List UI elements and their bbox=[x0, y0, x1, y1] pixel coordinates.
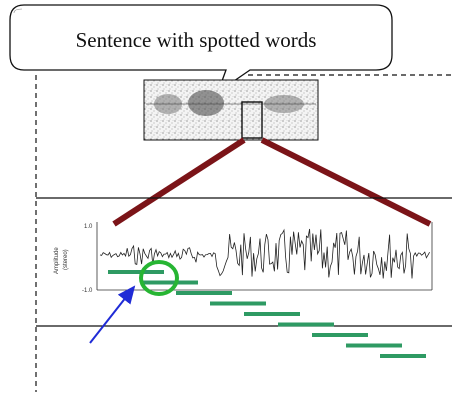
thumb-blob-2 bbox=[188, 90, 224, 116]
pointer-arrow bbox=[89, 285, 136, 344]
callout-label: Sentence with spotted words bbox=[75, 28, 317, 52]
thumb-selection bbox=[241, 101, 263, 139]
connector-right bbox=[260, 137, 432, 227]
y-axis-title-2: (stereo) bbox=[63, 249, 69, 270]
callout-bubble-shadow bbox=[13, 8, 23, 14]
y-axis-title-1: Amplitude bbox=[54, 247, 60, 274]
waveform-path bbox=[99, 228, 430, 279]
spotted-word-segments bbox=[108, 270, 426, 358]
y-axis-top-label: 1.0 bbox=[84, 224, 93, 230]
waveform-trace bbox=[99, 228, 430, 279]
y-axis-bottom-label: -1.0 bbox=[82, 288, 93, 294]
connector-left bbox=[112, 137, 246, 227]
highlight-circle bbox=[139, 260, 179, 296]
